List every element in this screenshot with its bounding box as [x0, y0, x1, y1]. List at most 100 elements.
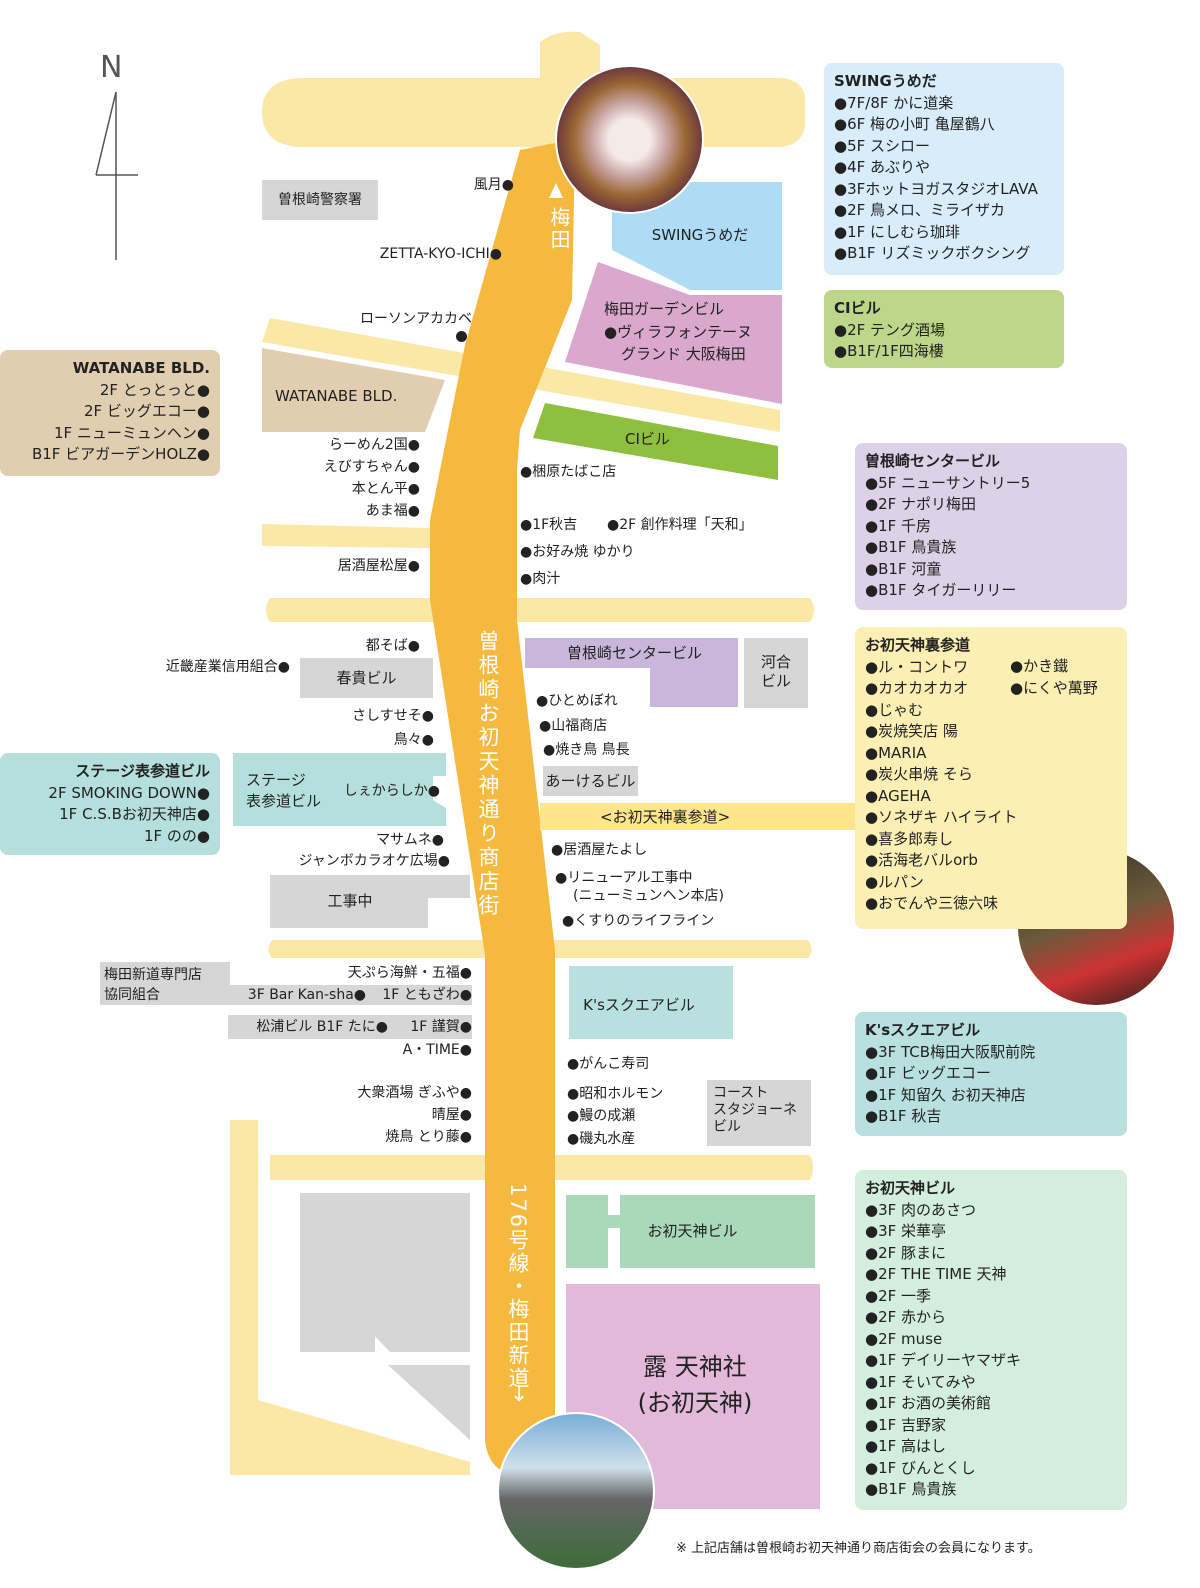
panel-item: 1F のの●	[143, 826, 210, 845]
senmonten-building	[100, 962, 472, 1005]
shrine-label-1: 露 天神社	[643, 1352, 747, 1381]
panel-title: CIビル	[834, 299, 881, 317]
compass-letter: N	[100, 50, 123, 85]
panel-item: ●B1F 秋吉	[865, 1107, 942, 1125]
panel-item: ●かき鐵	[1010, 657, 1069, 675]
panel-item: ●1F そいてみや	[865, 1372, 976, 1391]
koji-building	[270, 875, 470, 928]
panel-item: ●1F 知留久 お初天神店	[865, 1085, 1026, 1104]
panel-item: ●2F ナポリ梅田	[865, 495, 977, 513]
panel-item: ●2F 一季	[865, 1286, 932, 1305]
panel-item: 1F C.S.Bお初天神店●	[59, 805, 210, 823]
panel-stage: ステージ表参道ビル 2F SMOKING DOWN● 1F C.S.Bお初天神店…	[0, 753, 220, 855]
shop-label: 都そば●	[365, 638, 420, 654]
sonezaki-building	[525, 638, 738, 707]
footnote: ※ 上記店舗は曽根崎お初天神通り商店街会の会員になります。	[676, 1541, 1041, 1556]
panel-title: ステージ表参道ビル	[75, 762, 210, 780]
panel-item: ●おでんや三徳六味	[865, 894, 999, 912]
ura-sando-road	[540, 803, 865, 830]
panel-item: ●3FホットヨガスタジオLAVA	[834, 179, 1038, 198]
panel-item: ●AGEHA	[865, 786, 931, 805]
panel-item: 2F ビッグエコー●	[83, 402, 210, 420]
main-street	[430, 143, 575, 1478]
police-building	[262, 180, 378, 220]
panel-item: ●5F スシロー	[834, 136, 931, 155]
panel-item: ●カオカオカオ	[865, 679, 969, 697]
panel-item: ●7F/8F かに道楽	[834, 93, 954, 112]
ks-building	[569, 966, 733, 1039]
shop-label: しぇからしか●	[343, 783, 440, 799]
harutaka-building	[300, 658, 433, 698]
shop-label: 1F ともざわ●	[382, 987, 472, 1003]
shop-label: 1F 謹賀●	[410, 1019, 472, 1035]
panel-title: 曽根崎センタービル	[865, 452, 1001, 470]
shop-label: ローソンアカカベ	[360, 311, 472, 327]
akeru-building	[543, 766, 638, 796]
shop-label: ●磯丸水産	[567, 1131, 636, 1147]
panel-item: ●1F 高はし	[865, 1437, 947, 1455]
main-street-label: 曽根崎お初天神通り商店街	[476, 630, 500, 918]
photo-ohatsu-statue	[555, 65, 704, 214]
coast-label: コースト スタジョーネ ビル	[713, 1085, 797, 1135]
panel-item: ●にくや萬野	[1010, 679, 1098, 697]
shop-label: ●がんこ寿司	[567, 1056, 650, 1072]
shop-label: ●昭和ホルモン	[567, 1086, 664, 1102]
panel-item: ●1F びんとくし	[865, 1458, 976, 1477]
shop-label: 松浦ビル B1F たに●	[256, 1019, 388, 1035]
shop-label: A・TIME●	[402, 1042, 472, 1058]
stage-label: ステージ 表参道ビル	[246, 771, 322, 810]
panel-item: ●2F 豚まに	[865, 1243, 947, 1262]
shop-label: あま福●	[365, 503, 420, 519]
panel-item: ●1F ビッグエコー	[865, 1064, 992, 1082]
panel-item: ●じゃむ	[865, 700, 924, 719]
shop-label: 天ぷら海鮮・五福●	[347, 965, 472, 981]
panel-item: ●2F 赤から	[865, 1308, 947, 1326]
panel-item: ●ソネザキ ハイライト	[865, 808, 1018, 826]
shop-label: ●お好み焼 ゆかり	[520, 544, 635, 560]
matsuura-building	[228, 1015, 472, 1039]
panel-item: ●喜多郎寿し	[865, 829, 954, 848]
panel-ura-sando: お初天神裏参道 ●ル・コントワ ●カオカオカオ ●じゃむ ●炭焼笑店 陽 ●MA…	[855, 627, 1127, 929]
shop-label: ●2F 創作料理「天和」	[607, 517, 753, 533]
panel-item: ●5F ニューサントリー5	[865, 473, 1031, 492]
shop-dot	[456, 331, 467, 342]
panel-item: ●MARIA	[865, 743, 927, 762]
panel-item: ●4F あぶりや	[834, 158, 931, 176]
gray-lot-3	[300, 1193, 470, 1352]
shop-label: 焼鳥 とり藤●	[385, 1129, 472, 1145]
shop-label: (ニューミュンヘン本店)	[573, 888, 724, 904]
shop-label: ●リニューアル工事中	[555, 870, 693, 886]
panel-item: ●2F THE TIME 天神	[865, 1265, 1007, 1283]
police-label: 曽根崎警察署	[278, 191, 362, 208]
panel-item: ●1F 吉野家	[865, 1415, 947, 1434]
panel-item: ●1F お酒の美術館	[865, 1394, 992, 1412]
shop-label: ●くすりのライフライン	[562, 913, 715, 929]
shop-label: ●1F秋吉	[520, 517, 578, 533]
panel-item: ●炭焼笑店 陽	[865, 722, 958, 740]
triangle-up-icon	[549, 183, 563, 198]
panel-item: ●炭火串焼 そら	[865, 765, 973, 783]
panel-item: ●2F muse	[865, 1329, 943, 1348]
garden-building	[565, 262, 782, 404]
shop-label: さしすせそ●	[352, 708, 434, 724]
garden-label: 梅田ガーデンビル	[604, 300, 725, 318]
shop-label: ●鰻の成瀬	[567, 1108, 636, 1124]
panel-item: ●B1F 鳥貴族	[865, 1480, 957, 1498]
shop-label: ジャンボカラオケ広場●	[298, 853, 450, 869]
shop-label: ZETTA-KYO-ICHI●	[379, 246, 502, 262]
stage-building	[233, 753, 446, 826]
shop-label: 本とん平●	[351, 481, 420, 497]
panel-item: ●1F デイリーヤマザキ	[865, 1351, 1022, 1369]
panel-title: SWINGうめだ	[834, 72, 937, 90]
shrine-label-2: (お初天神)	[637, 1388, 753, 1417]
panel-title: お初天神裏参道	[865, 636, 971, 654]
senmonten-label: 梅田新道専門店 協同組合	[104, 967, 202, 1003]
shop-label: ●焼き鳥 鳥長	[543, 742, 630, 758]
ura-sando-label: <お初天神裏参道>	[600, 808, 731, 826]
coast-building	[707, 1080, 811, 1146]
panel-item: ●2F 鳥メロ、ミライザカ	[834, 201, 1006, 219]
ohatsu-building	[566, 1195, 815, 1268]
panel-item: 2F SMOKING DOWN●	[48, 783, 210, 802]
panel-ohatsu: お初天神ビル ●3F 肉のあさつ ●3F 栄華亭 ●2F 豚まに ●2F THE…	[855, 1170, 1127, 1510]
